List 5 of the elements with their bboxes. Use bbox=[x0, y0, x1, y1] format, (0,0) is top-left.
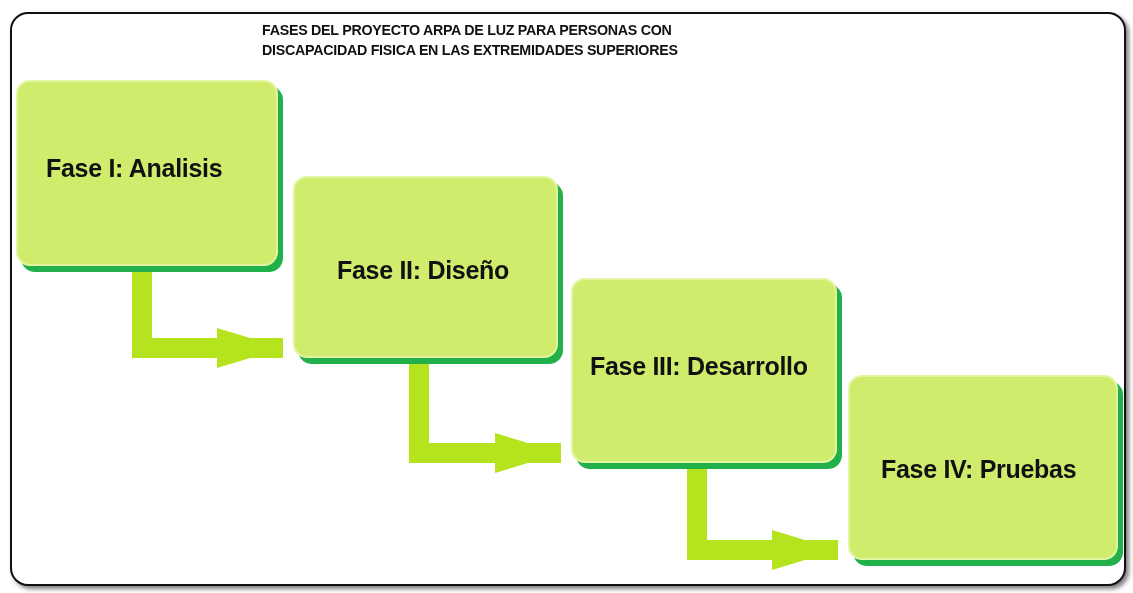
phase-label: Fase I: Analisis bbox=[46, 154, 223, 183]
phase-label: Fase II: Diseño bbox=[337, 256, 509, 285]
phase-label: Fase IV: Pruebas bbox=[881, 455, 1077, 484]
diagram-title: FASES DEL PROYECTO ARPA DE LUZ PARA PERSONAS CON DISCAPACIDAD FISICA EN LAS EXTREMIDADES SUPERIORES bbox=[262, 20, 679, 60]
phase-label: Fase III: Desarrollo bbox=[590, 352, 808, 381]
